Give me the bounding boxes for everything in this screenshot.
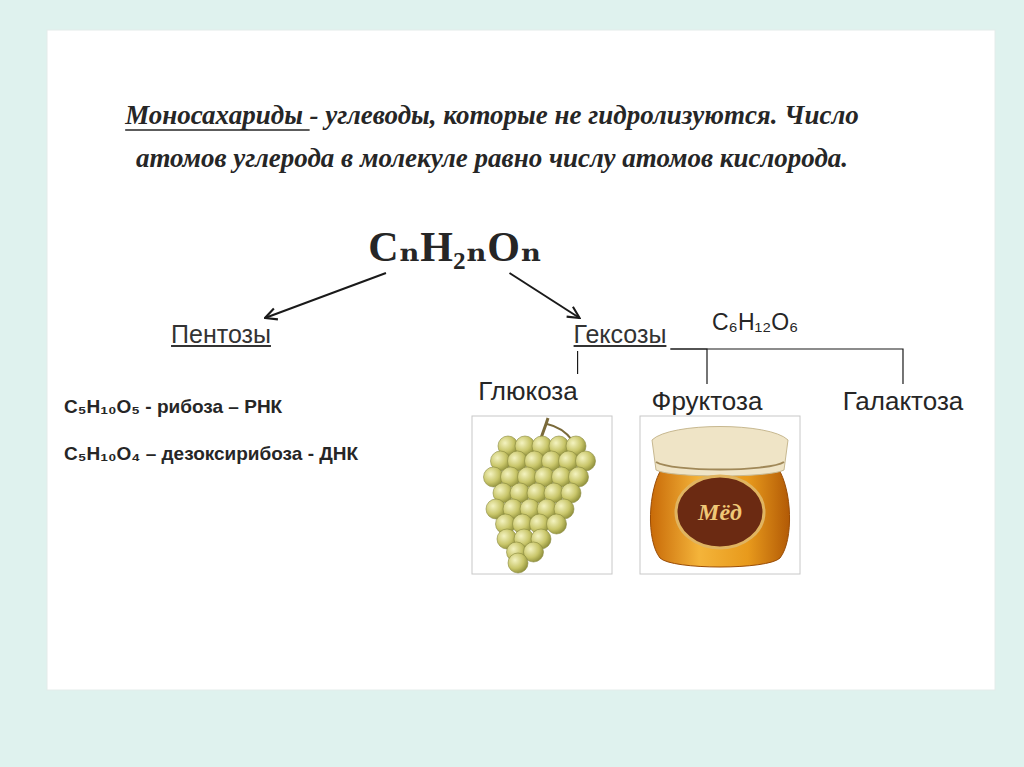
sugar-name: Галактоза (839, 384, 968, 419)
sugar-name: Глюкоза (474, 374, 582, 409)
node-text: Пентозы (171, 320, 271, 349)
bracket-line (577, 351, 578, 374)
grapes-frame (472, 416, 612, 574)
sugar-name: Фруктоза (648, 384, 767, 419)
jar-string (656, 462, 784, 470)
grapes-picture (484, 418, 596, 573)
jar-body (650, 468, 789, 567)
hexose-formula: C₆H₁₂O₆ (712, 309, 798, 336)
node-text: Гексозы (574, 320, 667, 349)
honey-jar-picture (650, 427, 789, 568)
slide-panel (47, 30, 995, 690)
node-text: Глюкоза (478, 376, 578, 407)
group-heading: Пентозы (167, 318, 275, 351)
arrow (509, 273, 579, 318)
node-text: Галактоза (843, 386, 964, 417)
slide-title: Моносахариды - углеводы, которые не гидр… (112, 94, 872, 180)
arrow (265, 273, 386, 318)
bracket-line (670, 349, 903, 384)
jar-label-text: Мёд (698, 499, 742, 526)
node-text: Фруктоза (652, 386, 763, 417)
pentose-line: C₅H₁₀O₄ – дезоксирибоза - ДНК (64, 443, 358, 465)
node-text: CₙH₂ₙOₙ (368, 222, 542, 271)
pentose-line: C₅H₁₀O₅ - рибоза – РНК (64, 396, 282, 418)
group-heading: Гексозы (570, 318, 671, 351)
bracket-line (670, 349, 707, 384)
grape-berry (547, 514, 567, 534)
honey-frame (640, 416, 800, 574)
grape-berry (508, 553, 528, 573)
jar-cloth (652, 427, 788, 477)
jar-label (676, 476, 764, 548)
formula-node: CₙH₂ₙOₙ (364, 220, 546, 273)
